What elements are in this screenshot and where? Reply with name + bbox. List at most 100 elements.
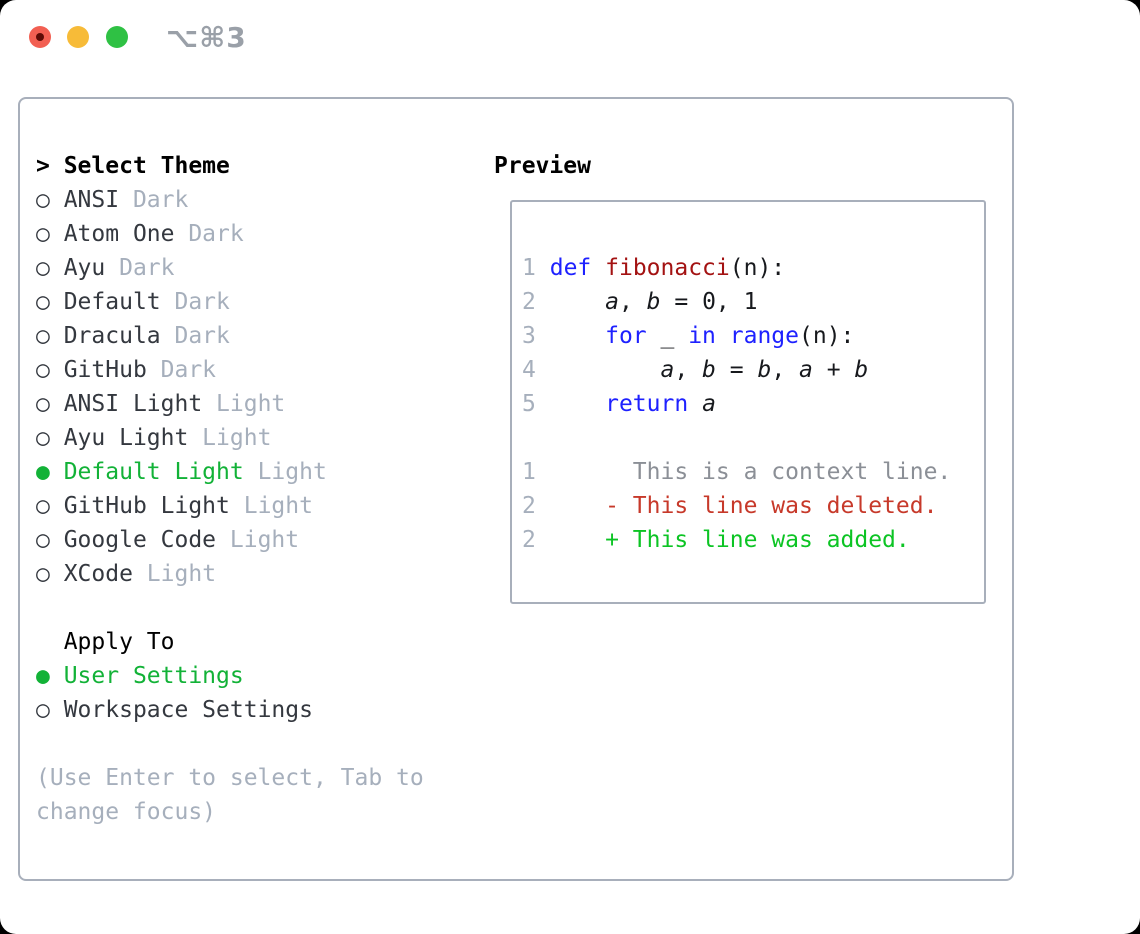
radio-icon: ○ — [36, 425, 64, 451]
theme-variant: Light — [229, 493, 313, 519]
theme-option[interactable]: ○ Atom One Dark — [36, 217, 424, 251]
close-button[interactable] — [29, 26, 51, 48]
theme-option[interactable]: ○ XCode Light — [36, 557, 424, 591]
token-pl: , — [674, 357, 703, 383]
radio-icon: ○ — [36, 221, 64, 247]
theme-option[interactable]: ● Default Light Light — [36, 455, 424, 489]
token-var: a — [660, 357, 675, 383]
token-var: a — [702, 391, 716, 417]
theme-name: ANSI Light — [63, 391, 203, 417]
token-kw: for — [605, 323, 647, 349]
help-text-line-2: change focus) — [36, 799, 217, 825]
token-del: - This line was deleted. — [605, 493, 938, 519]
token-var: a — [605, 289, 619, 315]
token-pl — [688, 391, 702, 417]
titlebar: ⌥⌘3 — [0, 0, 1140, 74]
token-num: 3 — [522, 323, 536, 349]
token-num: 2 — [522, 493, 536, 519]
preview-code-line: 5 return a — [522, 387, 984, 421]
theme-name: Default Light — [63, 459, 244, 485]
theme-variant: Dark — [160, 323, 230, 349]
apply-to-label: User Settings — [63, 663, 244, 689]
theme-name: Default — [63, 289, 161, 315]
token-kw: def — [549, 255, 592, 281]
token-pl — [536, 493, 605, 519]
token-pl: (n): — [799, 323, 855, 349]
apply-to-option[interactable]: ○ Workspace Settings — [36, 693, 424, 727]
token-pl — [536, 357, 661, 383]
preview-code-line: 3 for _ in range(n): — [522, 319, 984, 353]
theme-name: GitHub — [63, 357, 147, 383]
theme-option[interactable]: ○ Ayu Light Light — [36, 421, 424, 455]
theme-variant: Light — [243, 459, 327, 485]
theme-variant: Light — [132, 561, 217, 587]
preview-code-line — [522, 421, 984, 455]
theme-option[interactable]: ○ Ayu Dark — [36, 251, 424, 285]
token-num: 2 — [522, 289, 536, 315]
close-icon — [36, 33, 44, 41]
theme-option[interactable]: ○ Google Code Light — [36, 523, 424, 557]
theme-name: XCode — [63, 561, 133, 587]
theme-variant: Light — [188, 425, 272, 451]
theme-variant: Dark — [146, 357, 217, 383]
radio-icon: ○ — [36, 493, 64, 519]
token-pl — [536, 255, 550, 281]
theme-option[interactable]: ○ ANSI Light Light — [36, 387, 424, 421]
radio-icon: ○ — [36, 255, 64, 281]
token-var: a — [799, 357, 813, 383]
token-pl — [536, 323, 605, 349]
spacer-row — [36, 591, 424, 625]
preview-code-line: 1 def fibonacci(n): — [522, 251, 984, 285]
theme-variant: Light — [202, 391, 286, 417]
token-var: b — [702, 357, 716, 383]
token-pl: (n): — [729, 255, 786, 281]
radio-icon: ○ — [36, 527, 64, 553]
theme-name: GitHub Light — [63, 493, 230, 519]
token-pl — [536, 459, 633, 485]
spacer-row — [36, 727, 424, 761]
apply-to-option[interactable]: ● User Settings — [36, 659, 424, 693]
token-pl: _ — [646, 323, 689, 349]
token-ctx: This is a context line. — [632, 459, 952, 485]
preview-code-line: 1 This is a context line. — [522, 455, 984, 489]
radio-selected-icon: ● — [36, 459, 64, 485]
zoom-button[interactable] — [106, 26, 128, 48]
theme-name: Atom One — [63, 221, 175, 247]
theme-option[interactable]: ○ GitHub Light Light — [36, 489, 424, 523]
token-pl — [716, 323, 730, 349]
apply-to-label: Workspace Settings — [63, 697, 313, 723]
token-var: b — [757, 357, 772, 383]
radio-icon: ○ — [36, 391, 64, 417]
theme-variant: Light — [216, 527, 300, 553]
token-num: 1 — [522, 459, 536, 485]
theme-option[interactable]: ○ ANSI Dark — [36, 183, 424, 217]
theme-option[interactable]: ○ Default Dark — [36, 285, 424, 319]
theme-picker-panel: > Select Theme ○ ANSI Dark○ Atom One Dar… — [18, 97, 1014, 881]
radio-icon: ○ — [36, 561, 64, 587]
theme-variant: Dark — [160, 289, 230, 315]
token-var: b — [854, 357, 869, 383]
theme-name: Ayu Light — [63, 425, 189, 451]
token-add: + This line was added. — [605, 527, 910, 553]
help-text-line-1: (Use Enter to select, Tab to — [36, 765, 424, 791]
radio-icon: ○ — [36, 697, 64, 723]
minimize-button[interactable] — [67, 26, 89, 48]
preview-code-line: 2 - This line was deleted. — [522, 489, 984, 523]
theme-list: ○ ANSI Dark○ Atom One Dark○ Ayu Dark○ De… — [36, 183, 424, 591]
apply-to-header: Apply To — [36, 625, 424, 659]
radio-icon: ○ — [36, 187, 64, 213]
theme-variant: Dark — [119, 187, 189, 213]
token-fn: fibonacci — [605, 255, 730, 281]
token-pl: , — [618, 289, 647, 315]
preview-header: Preview — [494, 153, 591, 179]
token-pl: = 0, 1 — [660, 289, 758, 315]
theme-name: ANSI — [63, 187, 120, 213]
token-var: b — [646, 289, 661, 315]
token-pl — [536, 527, 605, 553]
theme-option[interactable]: ○ GitHub Dark — [36, 353, 424, 387]
theme-variant: Dark — [105, 255, 175, 281]
focus-caret-icon: > — [36, 153, 64, 179]
theme-option[interactable]: ○ Dracula Dark — [36, 319, 424, 353]
